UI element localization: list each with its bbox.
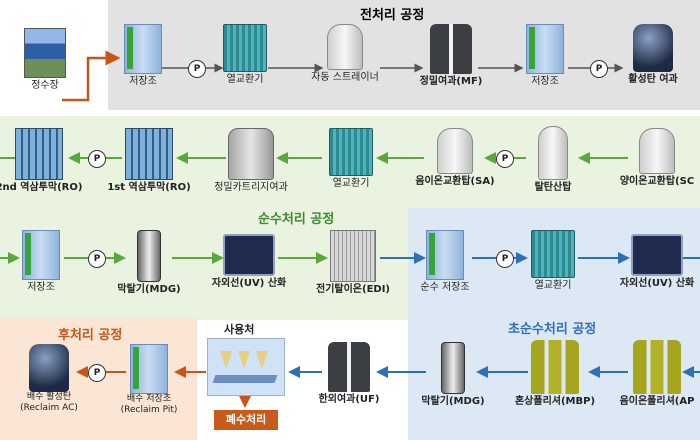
reclaim-ac-node: 배수 활성탄 (Reclaim AC) [4,344,94,414]
mdg-2-node: 막탈기(MDG) [408,342,498,408]
pump-icon: P [496,150,514,168]
uv-oxidation-label: 자외선(UV) 산화 [211,278,287,289]
pump-icon: P [88,364,106,382]
auto-strainer-label: 자동 스트레이너 [311,72,379,83]
degasifier-node: 탈탄산탑 [508,126,598,194]
pure-storage-tank-node: 순수 저장조 [400,230,490,294]
ro1-label: 1st 역삼투막(RO) [107,182,191,193]
uv-oxidation-image [223,234,275,276]
point-of-use-label: 사용처 [224,323,255,336]
pretreatment-title: 전처리 공정 [360,8,425,23]
uf-label: 한외여과(UF) [318,394,380,405]
storage-tank-3-node: 저장조 [0,230,86,294]
ro1-image [125,128,173,180]
uv-oxidation-node: 자외선(UV) 산화 [204,234,294,290]
auto-strainer-node: 자동 스트레이너 [300,24,390,84]
storage-tank-node: 저장조 [98,24,188,88]
storage-tank-2-image [526,24,564,74]
ro2-image [15,128,63,180]
reclaim-pit-label: 배수 저장조 [126,394,172,404]
storage-tank-image [124,24,162,74]
mixed-bed-polisher-image [531,340,579,394]
pump-icon: P [188,60,206,78]
heat-exchanger-2-node: 열교환기 [306,128,396,190]
pump-icon: P [590,60,608,78]
activated-carbon-node: 활성탄 여과 [608,24,698,86]
reclaim-pit-image [130,344,168,394]
mdg-node: 막탈기(MDG) [104,230,194,296]
cartridge-filter-image [228,128,274,180]
reclaim-pit-sublabel: (Reclaim Pit) [120,405,178,415]
edi-image [330,230,376,282]
activated-carbon-image [633,24,673,72]
pure-storage-tank-label: 순수 저장조 [420,282,470,293]
ro2-node: 2nd 역삼투막(RO) [0,128,84,194]
cation-exchanger-node: 양이온교환탑(SC [612,128,700,188]
uf-node: 한외여과(UF) [304,342,394,406]
heat-exchanger-node: 열교환기 [200,24,290,86]
mdg-image [137,230,161,282]
pretreatment-panel [108,0,700,110]
pump-icon: P [88,150,106,168]
edi-node: 전기탈이온(EDI) [308,230,398,296]
pure-storage-tank-image [426,230,464,280]
uf-image [328,342,370,392]
heat-exchanger-3-label: 열교환기 [534,280,572,291]
heat-exchanger-2-image [329,128,373,176]
reclaim-pit-node: 배수 저장조 (Reclaim Pit) [104,344,194,416]
heat-exchanger-3-node: 열교환기 [508,230,598,292]
point-of-use-image [207,338,285,396]
anion-polisher-label: 음이온폴리셔(AP [619,396,695,407]
heat-exchanger-label: 열교환기 [226,74,264,85]
edi-label: 전기탈이온(EDI) [316,284,390,295]
mf-image [430,24,472,74]
ro2-label: 2nd 역삼투막(RO) [0,182,83,193]
anion-exchanger-label: 음이온교환탑(SA) [415,176,495,187]
heat-exchanger-image [223,24,267,72]
cartridge-filter-node: 정밀카트리지여과 [206,128,296,194]
mdg-label: 막탈기(MDG) [117,284,181,295]
reclaim-ac-image [29,344,69,392]
water-plant-node: 정수장 [0,28,90,92]
reclaim-ac-label: 배수 활성탄 [26,392,72,402]
degasifier-label: 탈탄산탑 [534,182,572,193]
mdg-2-label: 막탈기(MDG) [421,396,485,407]
anion-polisher-image [633,340,681,394]
anion-polisher-node: 음이온폴리셔(AP [612,340,700,408]
pump-icon: P [496,250,514,268]
ro1-node: 1st 역삼투막(RO) [104,128,194,194]
mdg-2-image [441,342,465,394]
reclaim-ac-sublabel: (Reclaim AC) [20,403,78,413]
storage-tank-label: 저장조 [129,76,157,87]
pump-icon: P [88,250,106,268]
uv-oxidation-2-image [631,234,683,276]
cartridge-filter-label: 정밀카트리지여과 [214,182,288,193]
heat-exchanger-2-label: 열교환기 [332,178,370,189]
cation-exchanger-label: 양이온교환탑(SC [619,176,695,187]
activated-carbon-label: 활성탄 여과 [628,74,678,85]
ultra-pure-title: 초순수처리 공정 [508,322,597,337]
anion-exchanger-image [437,128,473,174]
uv-oxidation-2-label: 자외선(UV) 산화 [619,278,695,289]
heat-exchanger-3-image [531,230,575,278]
mf-label: 정밀여과(MF) [419,76,483,87]
water-plant-label: 정수장 [31,80,59,91]
storage-tank-3-label: 저장조 [27,282,55,293]
auto-strainer-image [327,24,363,70]
storage-tank-3-image [22,230,60,280]
mixed-bed-polisher-node: 혼상폴리셔(MBP) [510,340,600,408]
degasifier-image [538,126,568,180]
post-treatment-title: 후처리 공정 [58,328,123,343]
cation-exchanger-image [639,128,675,174]
pure-water-title: 순수처리 공정 [258,212,335,227]
storage-tank-2-node: 저장조 [500,24,590,88]
anion-exchanger-node: 음이온교환탑(SA) [410,128,500,188]
mixed-bed-polisher-label: 혼상폴리셔(MBP) [514,396,596,407]
water-plant-image [24,28,66,78]
uv-oxidation-2-node: 자외선(UV) 산화 [612,234,700,290]
storage-tank-2-label: 저장조 [531,76,559,87]
waste-treatment-box: 폐수처리 [214,410,278,430]
mf-node: 정밀여과(MF) [406,24,496,88]
